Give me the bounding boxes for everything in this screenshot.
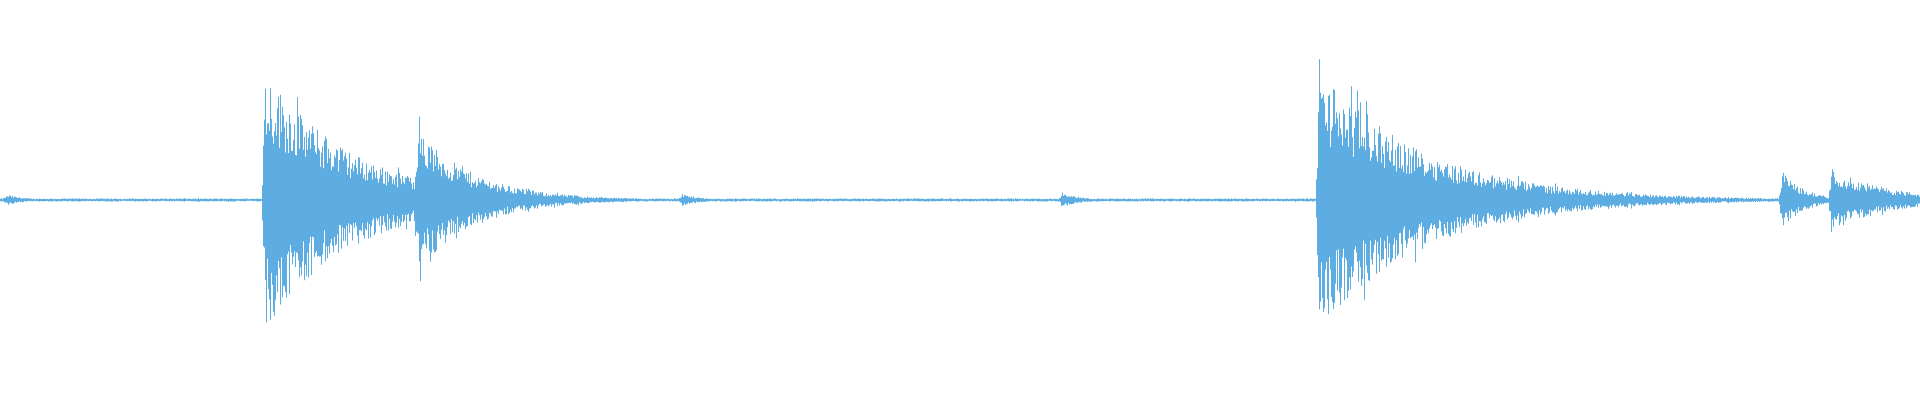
waveform-bars [0,59,1920,323]
